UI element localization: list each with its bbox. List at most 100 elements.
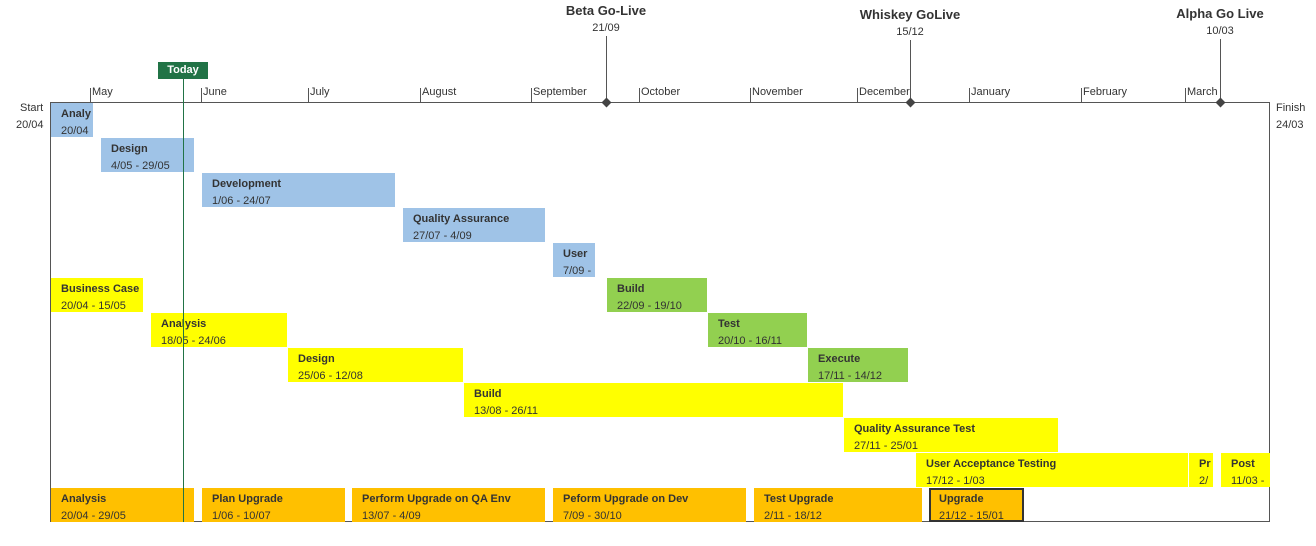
- task-dates: 1/06 - 10/07: [212, 510, 271, 522]
- task-bar[interactable]: User Acceptance Testing 17/12 - 1/03: [916, 453, 1188, 487]
- month-label: September: [533, 86, 587, 98]
- month-tick: [531, 88, 532, 102]
- task-bar[interactable]: Plan Upgrade 1/06 - 10/07: [202, 488, 345, 522]
- task-dates: 20/04 - 29/05: [61, 510, 126, 522]
- task-bar[interactable]: Build 13/08 - 26/11: [464, 383, 843, 417]
- task-name: Analysis: [61, 493, 107, 505]
- task-name: Test: [718, 318, 740, 330]
- task-bar[interactable]: Build 22/09 - 19/10: [607, 278, 707, 312]
- task-name: Upgrade: [939, 493, 984, 505]
- task-bar[interactable]: Development 1/06 - 24/07: [202, 173, 395, 207]
- month-label: June: [203, 86, 227, 98]
- milestone-name: Whiskey GoLive: [859, 7, 961, 22]
- task-name: Plan Upgrade: [212, 493, 283, 505]
- task-name: User: [563, 248, 588, 260]
- task-dates: 17/11 - 14/12: [818, 370, 883, 382]
- task-name: Design: [111, 143, 148, 155]
- task-bar[interactable]: Test Upgrade 2/11 - 18/12: [754, 488, 922, 522]
- task-name: Development: [212, 178, 282, 190]
- task-bar[interactable]: Test 20/10 - 16/11: [708, 313, 807, 347]
- month-tick: [969, 88, 970, 102]
- task-dates: 13/08 - 26/11: [474, 405, 539, 417]
- task-name: Build: [617, 283, 645, 295]
- task-dates: 7/09 -: [563, 265, 592, 277]
- month-tick: [639, 88, 640, 102]
- task-bar[interactable]: Quality Assurance 27/07 - 4/09: [403, 208, 545, 242]
- task-bar[interactable]: Post 11/03 -: [1221, 453, 1270, 487]
- milestone-name: Beta Go-Live: [565, 3, 647, 18]
- task-bar[interactable]: Business Case 20/04 - 15/05: [51, 278, 143, 312]
- task-dates: 22/09 - 19/10: [617, 300, 682, 312]
- finish-label: Finish: [1276, 102, 1306, 114]
- task-dates: 1/06 - 24/07: [212, 195, 271, 207]
- task-dates: 13/07 - 4/09: [362, 510, 421, 522]
- task-dates: 20/04 - 15/05: [61, 300, 126, 312]
- task-dates: 20/10 - 16/11: [718, 335, 783, 347]
- task-bar[interactable]: Execute 17/11 - 14/12: [808, 348, 908, 382]
- month-label: July: [310, 86, 330, 98]
- month-label: October: [641, 86, 681, 98]
- month-label: February: [1083, 86, 1128, 98]
- task-dates: 2/: [1199, 475, 1209, 487]
- start-date: 20/04: [16, 119, 44, 131]
- month-label: December: [859, 86, 910, 98]
- task-dates: 20/04: [61, 125, 89, 137]
- task-bar[interactable]: Quality Assurance Test 27/11 - 25/01: [844, 418, 1058, 452]
- task-dates: 7/09 - 30/10: [563, 510, 622, 522]
- task-bar[interactable]: Analysis 18/05 - 24/06: [151, 313, 287, 347]
- month-label: November: [752, 86, 803, 98]
- milestone-name: Alpha Go Live: [1176, 6, 1264, 21]
- milestone-line: [606, 36, 607, 102]
- task-dates: 4/05 - 29/05: [111, 160, 170, 172]
- task-dates: 2/11 - 18/12: [764, 510, 822, 522]
- task-name: Business Case: [61, 283, 140, 295]
- month-tick: [857, 88, 858, 102]
- task-bar[interactable]: Peform Upgrade on Dev 7/09 - 30/10: [553, 488, 746, 522]
- today-marker[interactable]: Today: [158, 62, 208, 79]
- month-tick: [308, 88, 309, 102]
- task-name: Post: [1231, 458, 1255, 470]
- task-bar[interactable]: Design 25/06 - 12/08: [288, 348, 463, 382]
- milestone-line: [910, 40, 911, 102]
- milestone-date: 15/12: [896, 26, 924, 38]
- task-bar[interactable]: User 7/09 -: [553, 243, 595, 277]
- task-name: Execute: [818, 353, 861, 365]
- task-name: Perform Upgrade on QA Env: [362, 493, 511, 505]
- task-name: Quality Assurance: [413, 213, 510, 225]
- task-name: Analysis: [161, 317, 287, 332]
- task-bar[interactable]: Pr 2/: [1189, 453, 1213, 487]
- task-name: Design: [298, 353, 335, 365]
- task-name: Quality Assurance Test: [854, 423, 976, 435]
- task-dates: 25/06 - 12/08: [298, 370, 363, 382]
- task-bar[interactable]: Design 4/05 - 29/05: [101, 138, 194, 172]
- task-dates: 27/07 - 4/09: [413, 230, 472, 242]
- task-name: Peform Upgrade on Dev: [563, 493, 689, 505]
- today-line: [183, 79, 184, 522]
- month-label: January: [971, 86, 1011, 98]
- task-name: Test Upgrade: [764, 493, 834, 505]
- task-bar[interactable]: Perform Upgrade on QA Env 13/07 - 4/09: [352, 488, 545, 522]
- milestone-line: [1220, 39, 1221, 102]
- task-dates: 11/03 -: [1231, 475, 1265, 487]
- month-tick: [1185, 88, 1186, 102]
- milestone-date: 10/03: [1206, 25, 1234, 37]
- month-label: May: [92, 86, 113, 98]
- start-label: Start: [20, 102, 44, 114]
- task-name: Pr: [1199, 458, 1211, 470]
- task-name: User Acceptance Testing: [926, 458, 1057, 470]
- task-dates: 27/11 - 25/01: [854, 440, 919, 452]
- task-dates: 18/05 - 24/06: [161, 335, 226, 347]
- task-bar[interactable]: Analysis 20/04 - 29/05: [51, 488, 194, 522]
- month-label: August: [422, 86, 457, 98]
- month-tick: [201, 88, 202, 102]
- task-name: Build: [474, 388, 502, 400]
- milestone-date: 21/09: [592, 22, 620, 34]
- month-tick: [750, 88, 751, 102]
- finish-date: 24/03: [1276, 119, 1304, 131]
- task-dates: 17/12 - 1/03: [926, 475, 985, 487]
- timeline-axis: [51, 102, 1270, 103]
- task-name: Analy: [61, 108, 91, 120]
- task-bar[interactable]: Analy 20/04: [51, 103, 93, 137]
- month-tick: [420, 88, 421, 102]
